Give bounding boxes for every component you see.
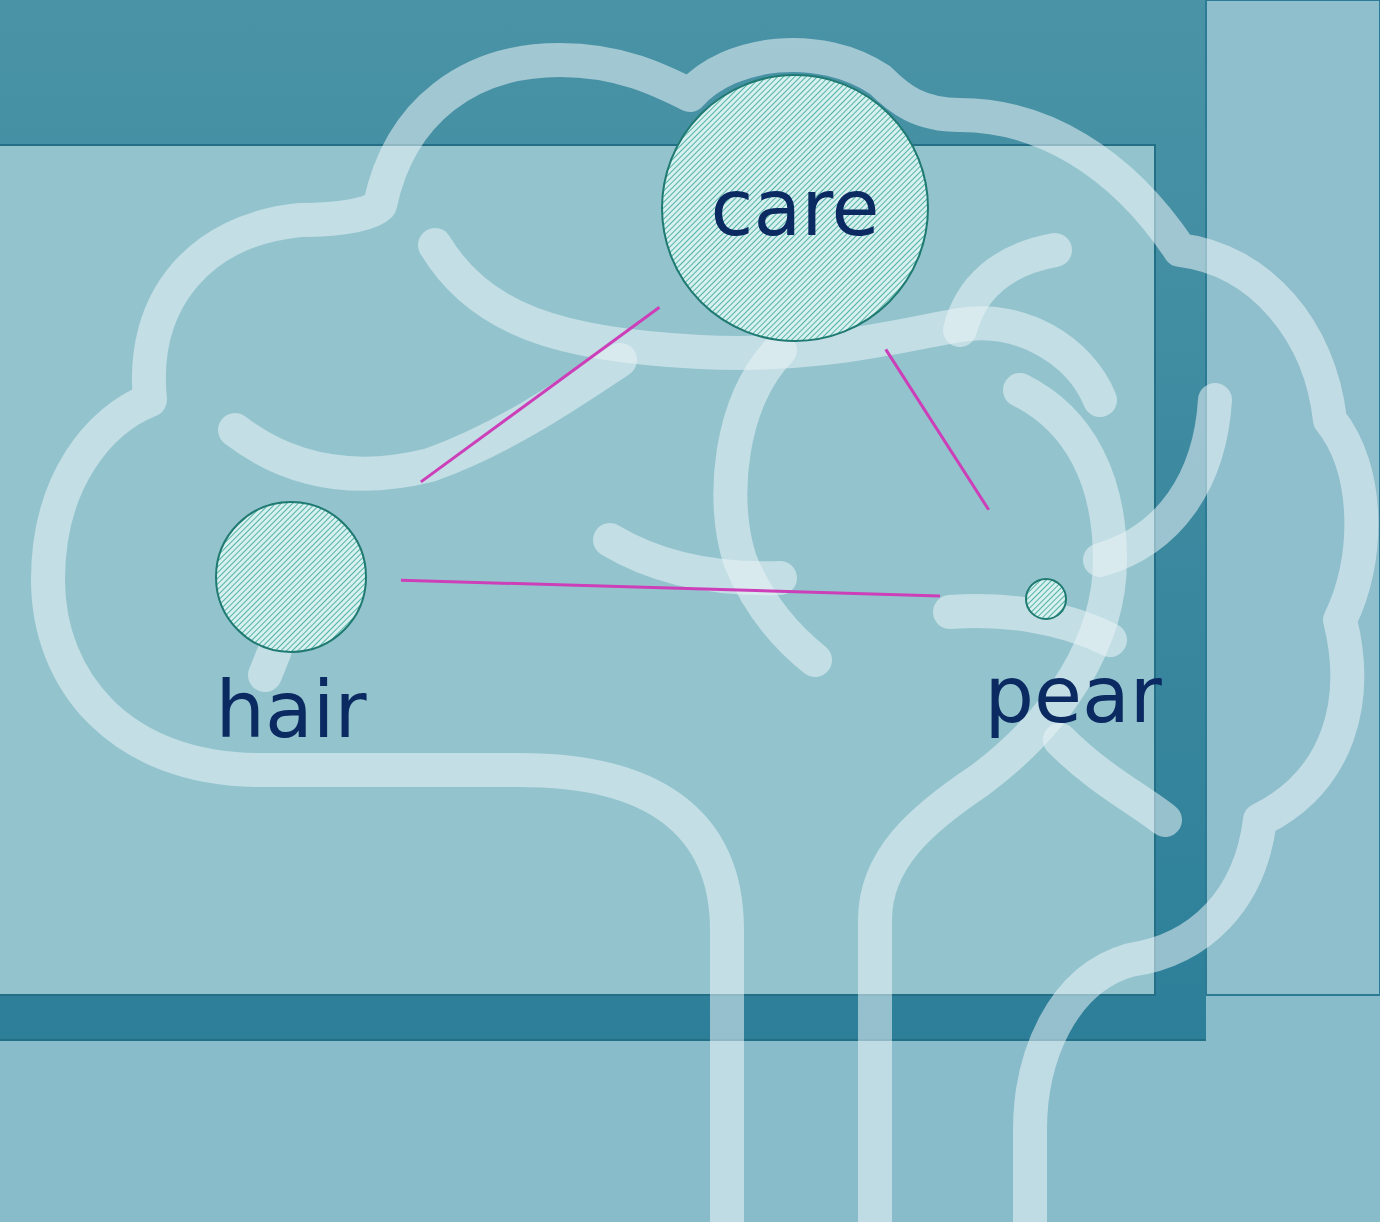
circle-outline [216, 502, 366, 652]
node-caption: pear [985, 656, 1162, 734]
circle-shape [1025, 578, 1067, 620]
association-line [401, 580, 940, 596]
circle-outline [1026, 579, 1066, 619]
bottom-edge [0, 1039, 1206, 1041]
brain-outline [48, 55, 1361, 1222]
circle-outline [662, 75, 928, 341]
association-line [886, 349, 989, 509]
circle-shape [215, 501, 367, 653]
concept-circle: pear [1025, 578, 1067, 620]
concept-circle: hair [215, 501, 367, 653]
node-caption: hair [216, 671, 367, 749]
bottom-area [0, 1040, 1380, 1222]
node-label: care [711, 169, 880, 247]
concept-circle: care [661, 74, 929, 342]
association-line [421, 307, 660, 482]
